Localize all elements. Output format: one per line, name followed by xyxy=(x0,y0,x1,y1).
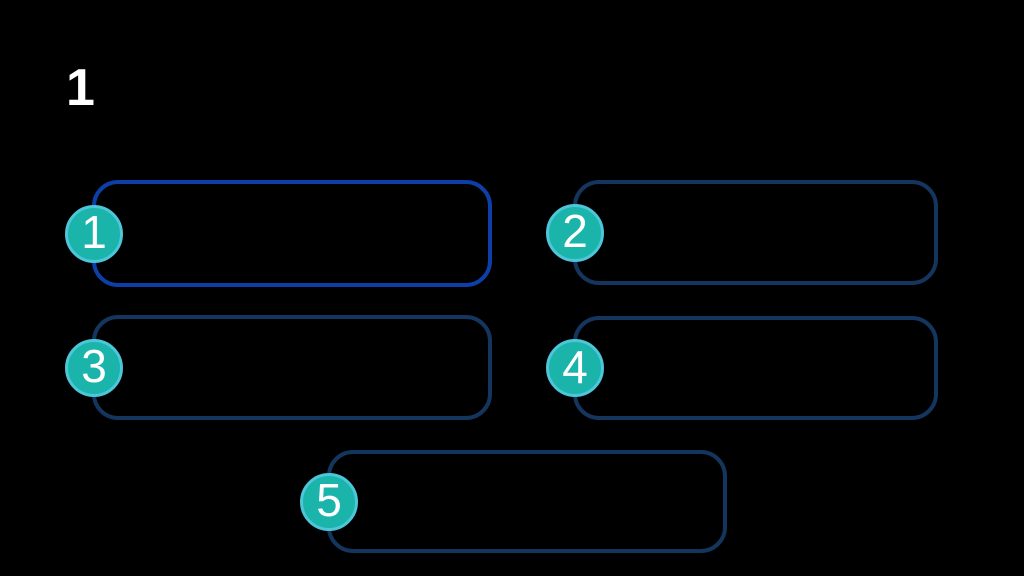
step-5-badge: 5 xyxy=(300,472,358,531)
step-3-number: 3 xyxy=(81,340,107,392)
step-4-number: 4 xyxy=(562,340,588,393)
step-3-badge: 3 xyxy=(65,338,123,397)
step-box-2: 2 xyxy=(546,180,938,285)
step-5-number: 5 xyxy=(316,474,342,526)
step-box-4: 4 xyxy=(546,316,938,420)
step-1-badge: 1 xyxy=(65,204,123,263)
step-2-number: 2 xyxy=(562,205,588,257)
step-1-number: 1 xyxy=(81,206,107,258)
step-box-5: 5 xyxy=(300,450,727,553)
step-box-1: 1 xyxy=(65,180,492,287)
step-box-3: 3 xyxy=(65,315,492,420)
slide-number-heading: 1 xyxy=(66,59,95,117)
step-4-badge: 4 xyxy=(546,339,604,397)
step-2-badge: 2 xyxy=(546,203,604,262)
